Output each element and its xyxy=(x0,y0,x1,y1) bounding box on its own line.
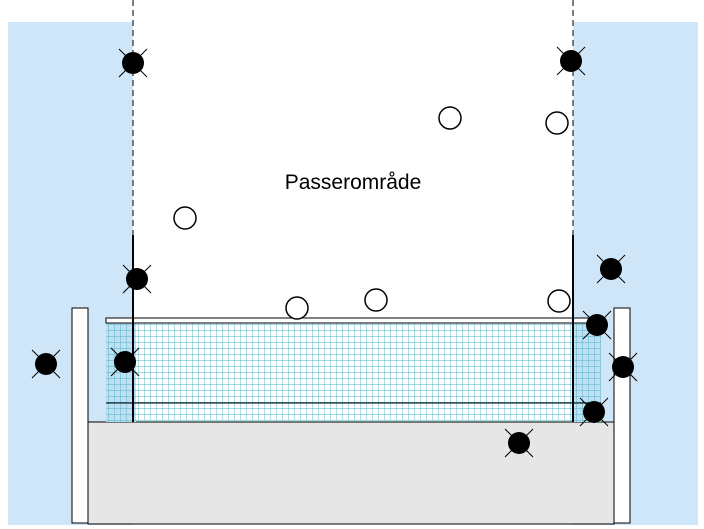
player-marker xyxy=(596,254,626,284)
player-marker xyxy=(579,397,609,427)
left-post xyxy=(71,307,89,524)
player-marker xyxy=(118,48,148,78)
player-marker xyxy=(110,347,140,377)
ball-marker xyxy=(173,206,197,230)
zone-label: Passerområde xyxy=(285,171,422,194)
player-marker xyxy=(122,264,152,294)
net-mesh xyxy=(106,322,601,422)
right-post xyxy=(613,307,631,524)
player-marker xyxy=(582,310,612,340)
ball-marker xyxy=(364,288,388,312)
player-marker xyxy=(608,352,638,382)
net-top-band xyxy=(105,317,602,324)
player-marker xyxy=(31,349,61,379)
floor-area xyxy=(87,421,615,525)
ball-marker xyxy=(547,289,571,313)
player-marker xyxy=(556,46,586,76)
ball-marker xyxy=(545,111,569,135)
player-marker xyxy=(504,428,534,458)
ball-marker xyxy=(438,106,462,130)
ball-marker xyxy=(285,296,309,320)
